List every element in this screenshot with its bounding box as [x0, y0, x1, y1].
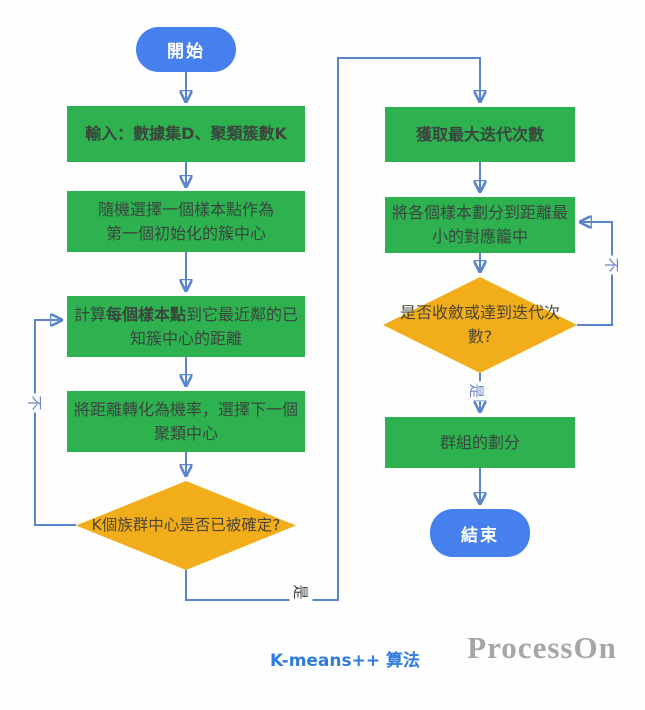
- partition-node: 群組的劃分: [385, 417, 575, 468]
- k-decided-decision-node: K個族群中心是否已被確定?: [76, 481, 296, 570]
- start-node: 開始: [136, 27, 236, 72]
- prob-select-label: 將距離轉化為機率，選擇下一個 聚類中心: [73, 399, 298, 443]
- max-iter-node: 獲取最大迭代次數: [385, 107, 575, 162]
- converged-label: 是否收斂或達到迭代次數?: [399, 303, 560, 346]
- max-iter-label: 獲取最大迭代次數: [415, 124, 544, 144]
- edge-label-converged-no: 不: [600, 255, 624, 275]
- random-select-label: 隨機選擇一個樣本點作為 第一個初始化的簇中心: [97, 199, 274, 243]
- diagram-title: K-means++ 算法: [269, 651, 421, 671]
- prob-select-node: 將距離轉化為機率，選擇下一個 聚類中心: [67, 391, 305, 452]
- edge-label-k-no: 不: [23, 393, 47, 413]
- compute-distance-suffix: 到它最近鄰的已知簇中心的距離: [129, 304, 299, 348]
- input-step-node: 輸入：數據集D、聚類簇數K: [67, 106, 305, 162]
- input-step-label: 輸入：數據集D、聚類簇數K: [85, 124, 287, 143]
- compute-distance-prefix: 計算: [73, 304, 106, 324]
- end-node: 結束: [430, 509, 530, 557]
- random-select-node: 隨機選擇一個樣本點作為 第一個初始化的簇中心: [67, 191, 305, 252]
- compute-distance-bold-segment: 每個樣本點: [105, 304, 186, 324]
- connector-decision-yes-to-maxiter: [185, 57, 480, 601]
- edge-label-k-yes: 是: [289, 582, 313, 602]
- partition-label: 群組的劃分: [439, 432, 520, 452]
- converged-decision-node: 是否收斂或達到迭代次數?: [383, 277, 577, 373]
- processon-watermark: ProcessOn: [467, 630, 617, 665]
- end-label: 結束: [461, 525, 499, 546]
- assign-samples-label: 將各個樣本劃分到距離最 小的對應籠中: [391, 203, 568, 246]
- edge-label-converged-yes: 是: [465, 381, 489, 401]
- assign-samples-node: 將各個樣本劃分到距離最 小的對應籠中: [385, 197, 575, 253]
- compute-distance-label: 計算每個樣本點到它最近鄰的已知簇中心的距離: [67, 301, 305, 353]
- connector-decision-no-loop: [34, 320, 76, 526]
- start-label: 開始: [167, 42, 205, 62]
- k-decided-label: K個族群中心是否已被確定?: [91, 515, 281, 534]
- compute-distance-node: 計算每個樣本點到它最近鄰的已知簇中心的距離: [67, 296, 305, 357]
